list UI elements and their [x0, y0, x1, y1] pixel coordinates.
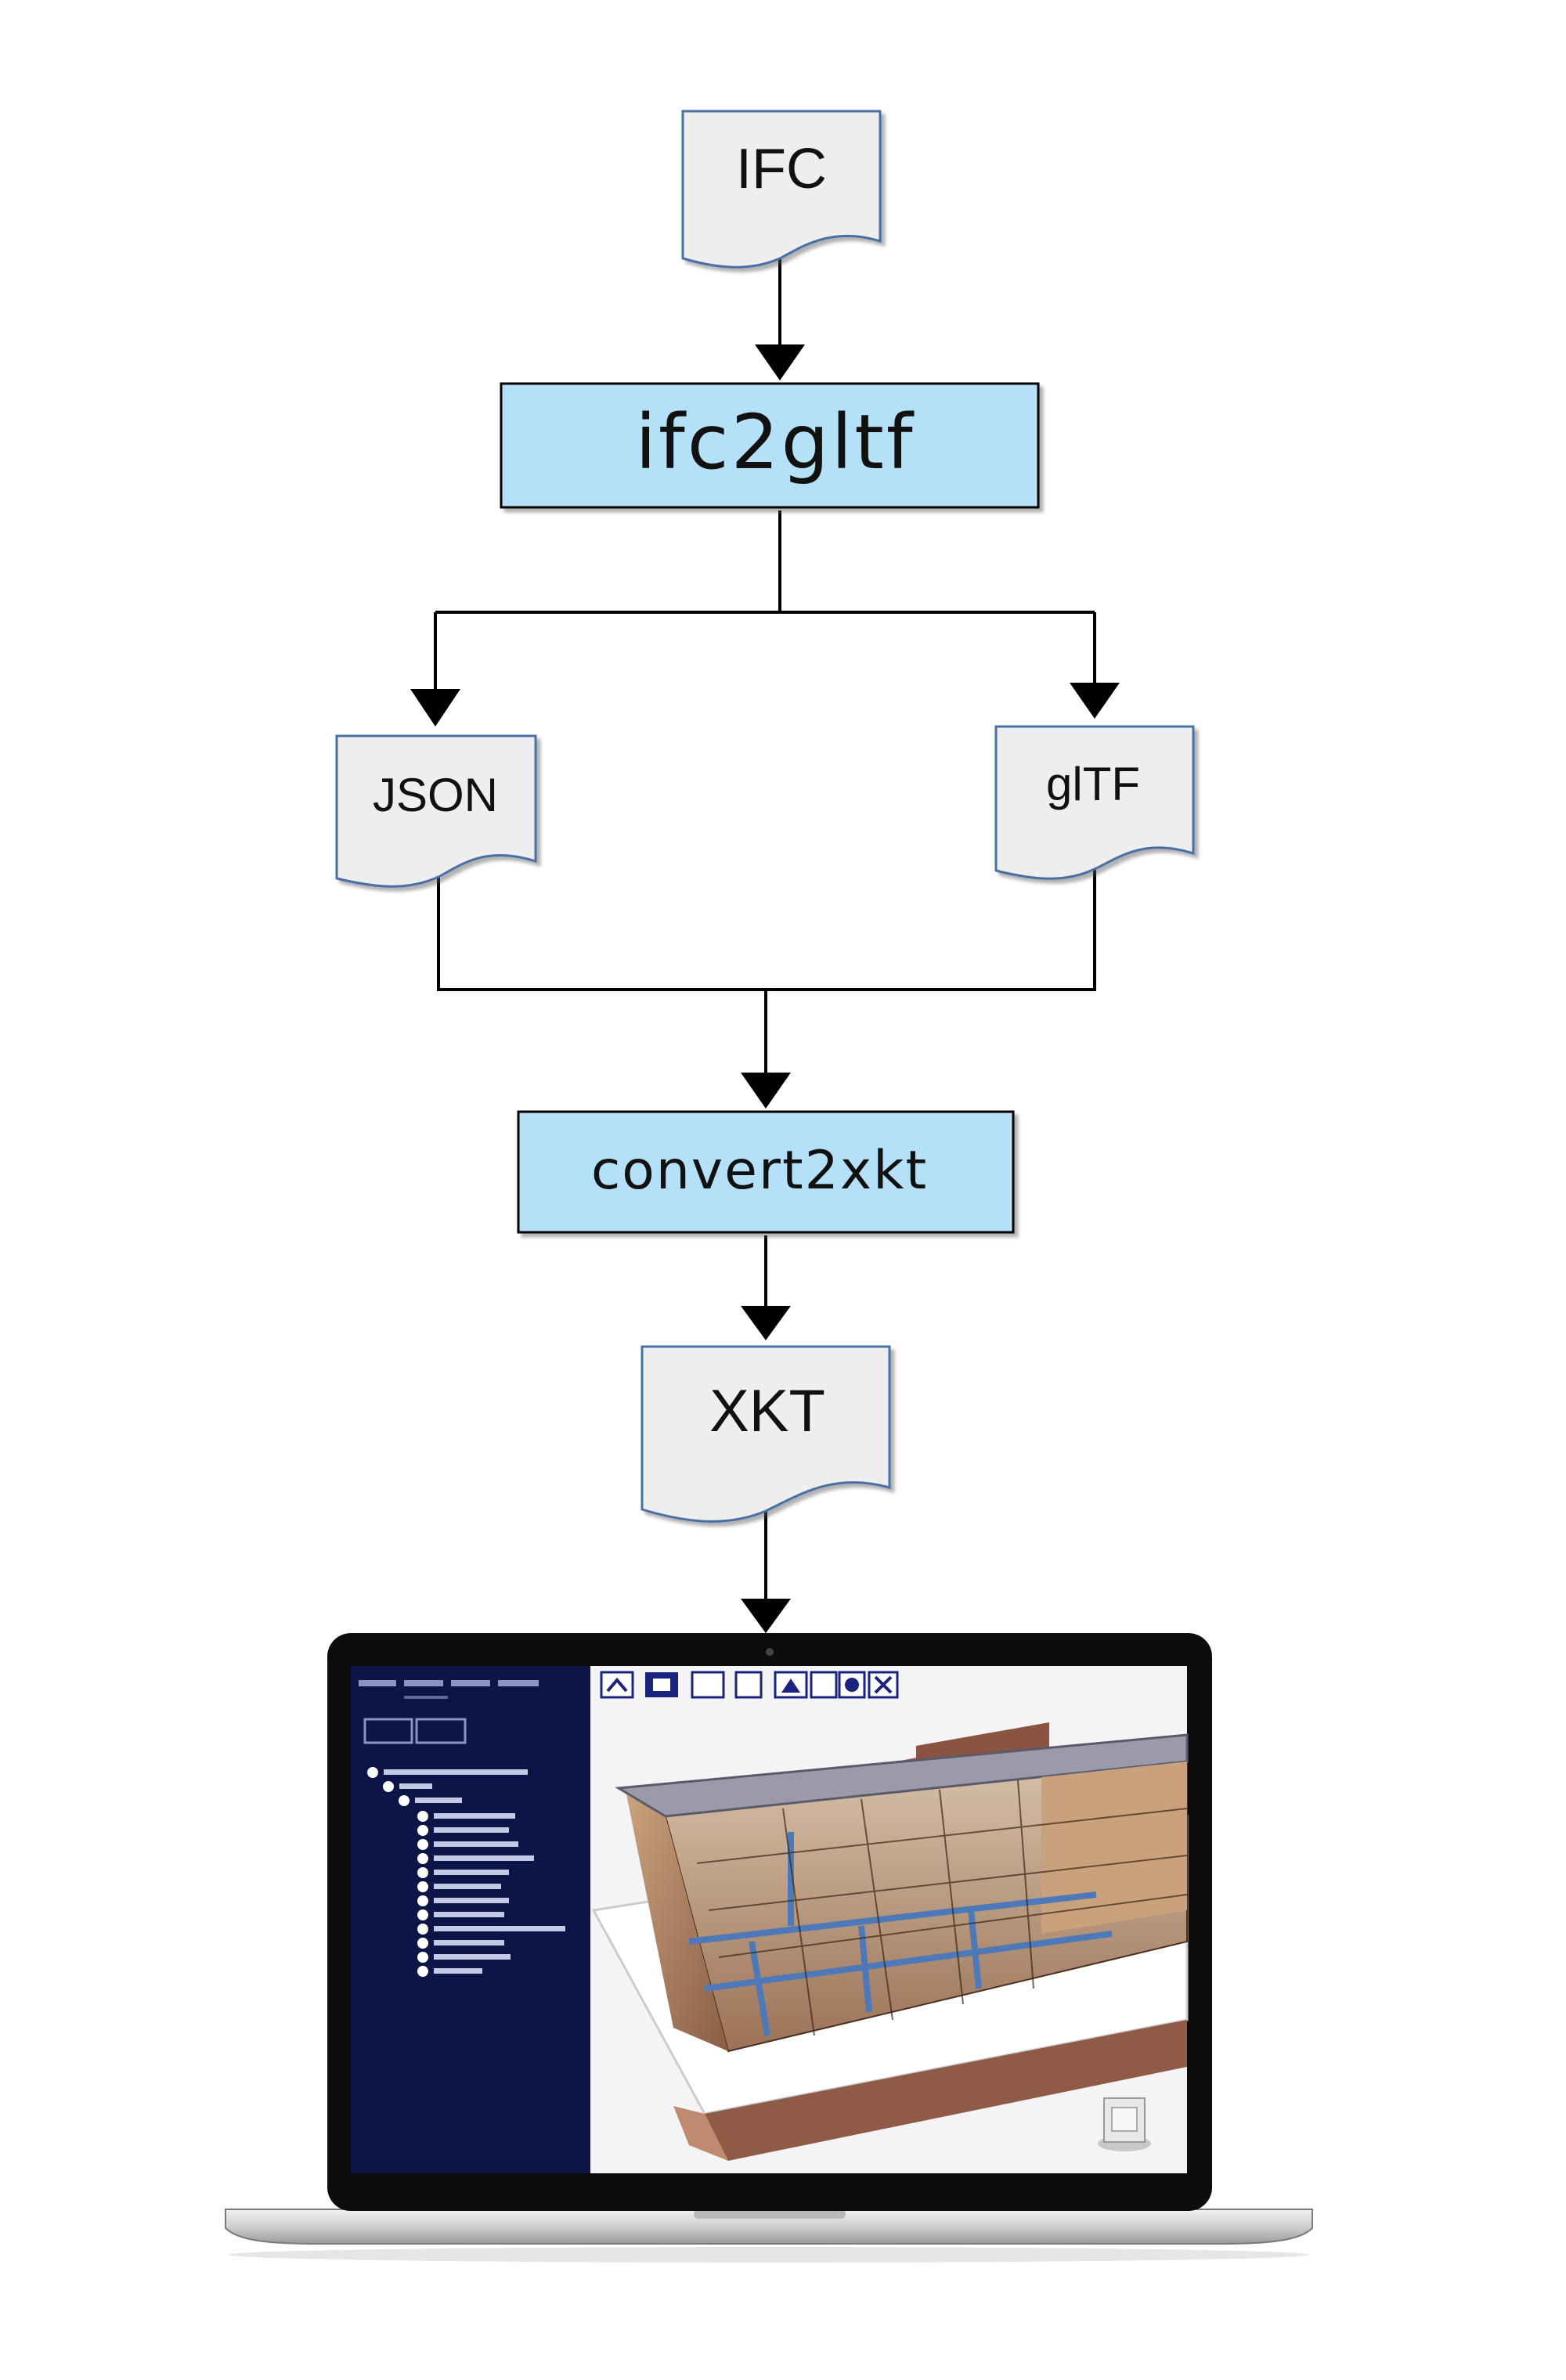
laptop-shadow	[229, 2247, 1309, 2263]
bim-viewer-screenshot	[351, 1666, 1189, 2173]
arrowhead-json	[410, 689, 460, 727]
document-shape-json	[335, 734, 537, 888]
viewer-sidebar-buttons	[363, 1718, 467, 1744]
node-gltf	[994, 725, 1195, 880]
document-shape-xkt	[640, 1345, 891, 1523]
node-json	[335, 734, 537, 888]
process-box-convert2xkt	[517, 1110, 1015, 1234]
viewer-sidebar	[351, 1666, 590, 2173]
viewer-toolbar	[600, 1671, 899, 1699]
node-ifc-label: IFC	[736, 138, 827, 200]
viewer-tree	[367, 1767, 565, 1977]
laptop-camera	[766, 1648, 774, 1656]
node-gltf-label: glTF	[1046, 758, 1140, 810]
node-convert2xkt	[517, 1110, 1015, 1234]
connectors	[434, 258, 1096, 1602]
laptop-notch	[694, 2209, 846, 2219]
node-json-label: JSON	[373, 769, 498, 821]
laptop-icon	[225, 1633, 1313, 2263]
document-shape-ifc	[681, 110, 882, 269]
arrowheads	[410, 344, 1120, 1633]
node-xkt	[640, 1345, 891, 1523]
viewer-navcube	[1098, 2097, 1151, 2151]
process-box-ifc2gltf	[500, 382, 1040, 509]
node-convert2xkt-label: convert2xkt	[591, 1140, 928, 1202]
document-shape-gltf	[994, 725, 1195, 880]
arrowhead-gltf	[1070, 683, 1120, 719]
node-ifc2gltf-label: ifc2gltf	[635, 398, 915, 486]
arrowhead-viewer	[741, 1599, 791, 1633]
node-xkt-label: XKT	[709, 1378, 825, 1444]
node-ifc	[681, 110, 882, 269]
arrowhead-xkt	[741, 1306, 791, 1340]
laptop-base	[225, 2209, 1313, 2245]
viewer-sidebar-tabs	[359, 1680, 539, 1699]
node-ifc2gltf	[500, 382, 1040, 509]
arrowhead-convert2xkt	[741, 1073, 791, 1109]
viewer-3d-model	[591, 1722, 1189, 2161]
arrowhead-ifc2gltf	[755, 344, 805, 380]
